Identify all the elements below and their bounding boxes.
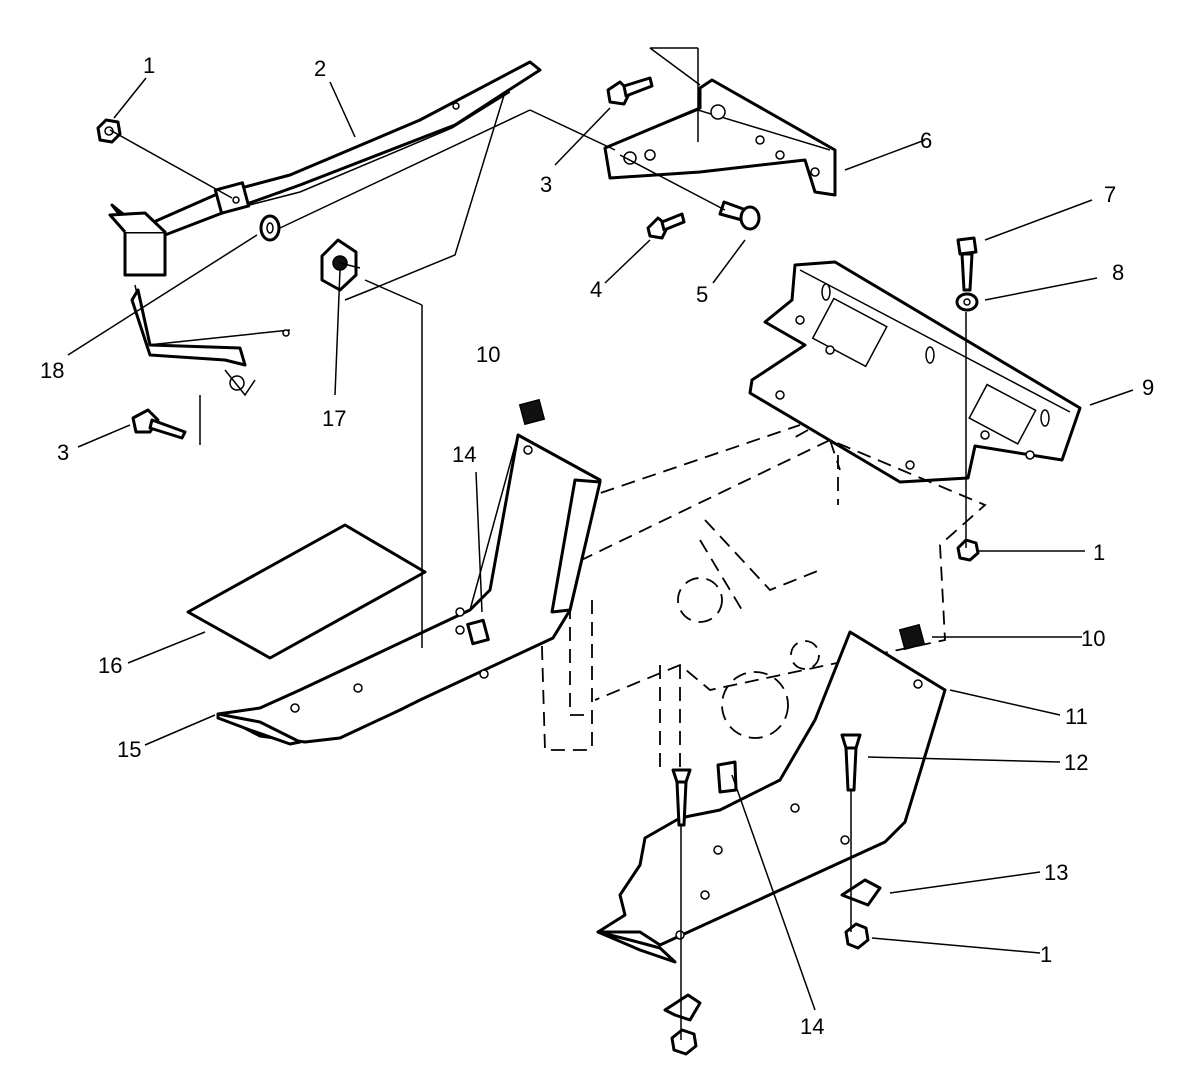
callout-1-top: 1 [143, 53, 155, 78]
callout-11: 11 [1065, 704, 1088, 729]
part-10-grommet-right [898, 623, 926, 651]
callout-10-right: 10 [1081, 626, 1105, 651]
part-18-washer [259, 214, 281, 242]
callout-15: 15 [117, 737, 141, 762]
callout-8: 8 [1112, 260, 1124, 285]
callout-1-bottom: 1 [1040, 942, 1052, 967]
part-1-nut-mid [956, 538, 980, 562]
part-12-bolt-right [840, 733, 862, 792]
part-10-grommet-top [518, 398, 546, 426]
callout-10-top: 10 [476, 342, 500, 367]
callout-labels: 1 2 3 6 7 8 4 5 18 17 10 9 3 14 1 10 16 … [40, 53, 1154, 1039]
callout-4: 4 [590, 277, 602, 302]
callout-9: 9 [1142, 375, 1154, 400]
part-17-knob [320, 238, 361, 292]
callout-14-left: 14 [452, 442, 476, 467]
callout-5: 5 [696, 282, 708, 307]
callout-3-left: 3 [57, 440, 69, 465]
callout-7: 7 [1104, 182, 1116, 207]
part-8-washer [955, 292, 979, 312]
part-9-top-plate [748, 260, 1082, 484]
leader-lines [67, 47, 1134, 1040]
callout-16: 16 [98, 653, 122, 678]
part-11-right-footrest [596, 630, 947, 964]
callout-6: 6 [920, 128, 932, 153]
part-1-nut-bottom [844, 922, 870, 950]
callout-17: 17 [322, 406, 346, 431]
part-13-clip-bottom [663, 993, 702, 1022]
part-16-mat [186, 523, 427, 660]
part-6-angle-bracket [603, 78, 837, 197]
part-5-carriage-bolt [718, 200, 761, 231]
part-1-nut-lowest [670, 1028, 698, 1056]
part-3-bolt-left [131, 408, 187, 440]
part-3-bolt-top [606, 76, 654, 106]
part-14-clip-right [716, 760, 738, 794]
callout-18: 18 [40, 358, 64, 383]
part-2-side-rail [108, 60, 542, 397]
callout-14-bottom: 14 [800, 1014, 824, 1039]
callout-13: 13 [1044, 860, 1068, 885]
callout-3-top: 3 [540, 172, 552, 197]
part-13-clip [840, 878, 882, 907]
part-1-nut-top [96, 118, 122, 144]
callout-1-mid: 1 [1093, 540, 1105, 565]
part-15-left-footrest [216, 433, 602, 746]
part-12-bolt-left [671, 768, 692, 827]
part-4-bolt [646, 212, 686, 240]
callout-2: 2 [314, 56, 326, 81]
part-7-bolt [956, 236, 978, 292]
callout-12: 12 [1064, 750, 1088, 775]
